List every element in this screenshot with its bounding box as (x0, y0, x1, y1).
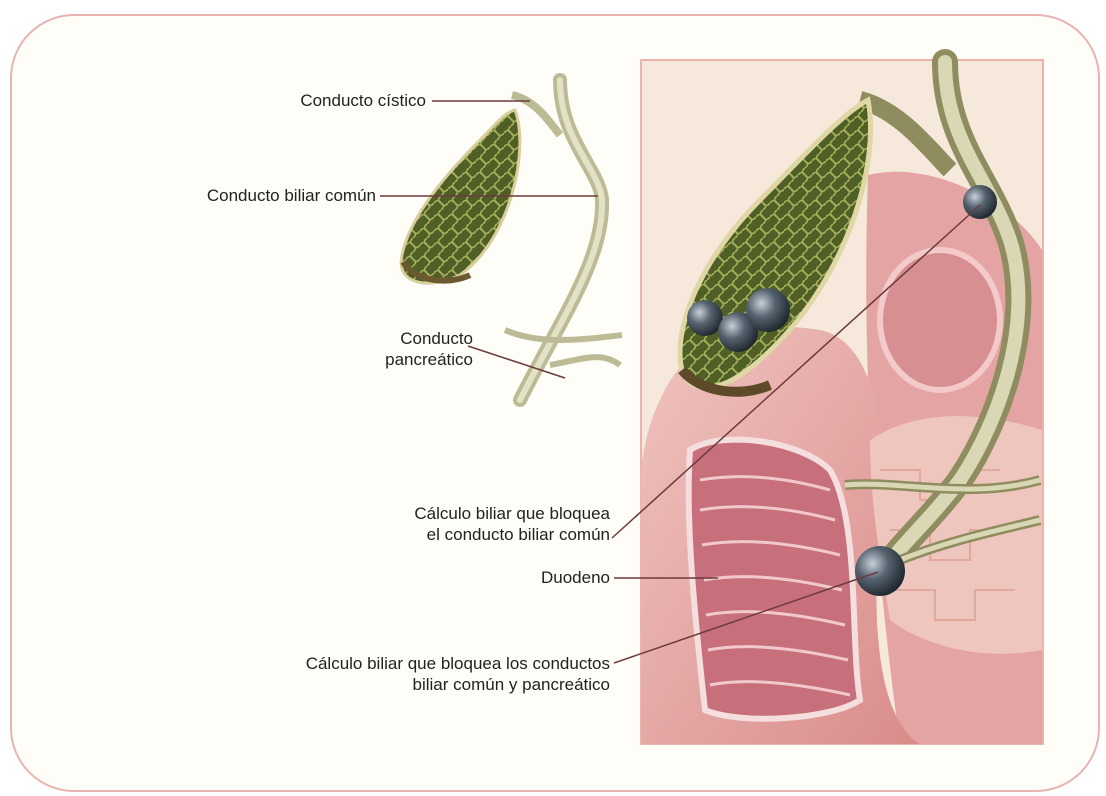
small-pancreatic-duct (505, 330, 622, 365)
label-stone-both-ducts-line-2: biliar común y pancreático (306, 674, 610, 695)
label-pancreatic-duct-line-1: Conducto (385, 328, 473, 349)
label-cystic-duct-text: Conducto cístico (300, 90, 426, 111)
label-stone-both-ducts-line-1: Cálculo biliar que bloquea los conductos (306, 653, 610, 674)
label-common-bile-duct: Conducto biliar común (207, 185, 376, 206)
label-pancreatic-duct-line-2: pancreático (385, 349, 473, 370)
small-common-bile-duct (520, 80, 602, 400)
label-pancreatic-duct: Conducto pancreático (385, 328, 473, 370)
stone-common-duct (963, 185, 997, 219)
label-duodenum: Duodeno (541, 567, 610, 588)
label-stone-common-duct-line-2: el conducto biliar común (414, 524, 610, 545)
label-stone-common-duct-line-1: Cálculo biliar que bloquea (414, 503, 610, 524)
label-stone-both-ducts: Cálculo biliar que bloquea los conductos… (306, 653, 610, 695)
label-stone-common-duct: Cálculo biliar que bloquea el conducto b… (414, 503, 610, 545)
stone-both-ducts (855, 546, 905, 596)
label-cystic-duct: Conducto cístico (300, 90, 426, 111)
label-common-bile-duct-text: Conducto biliar común (207, 185, 376, 206)
stomach-section (880, 250, 1000, 390)
label-duodenum-text: Duodeno (541, 567, 610, 588)
